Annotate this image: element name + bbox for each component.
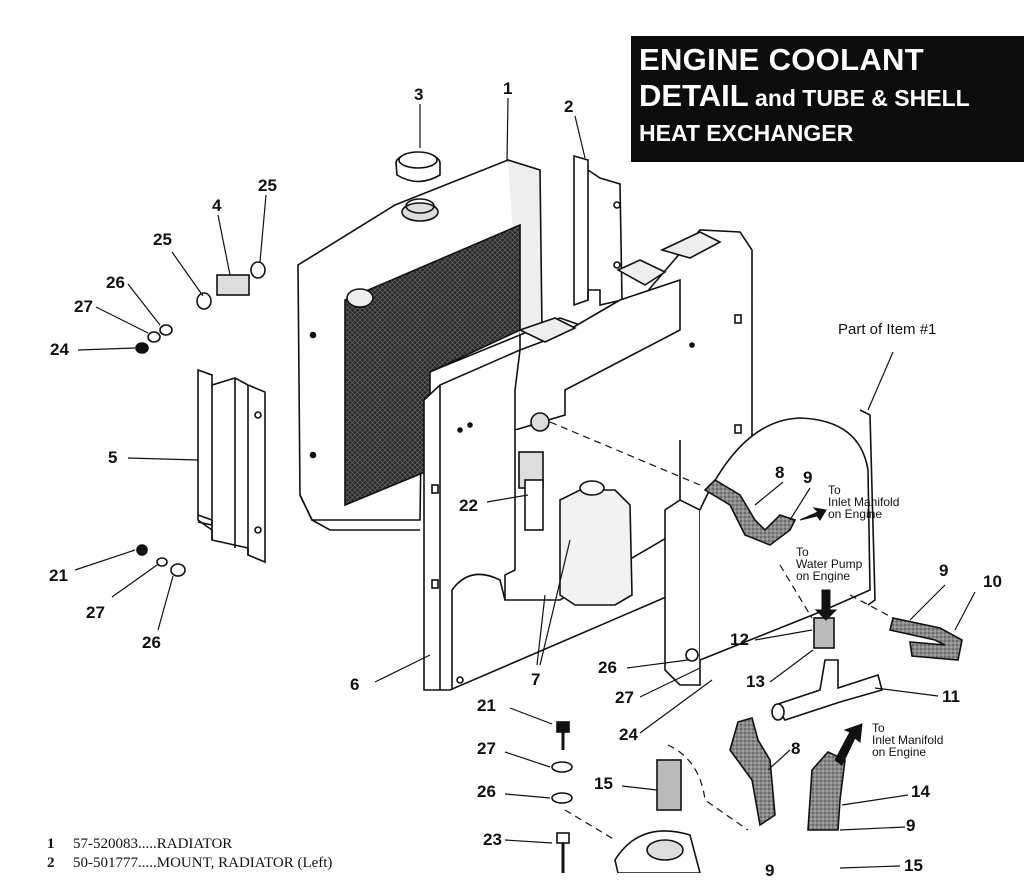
callout-9-a: 9 <box>803 468 813 487</box>
legend-row-2-text: 50-501777.....MOUNT, RADIATOR (Left) <box>73 855 333 871</box>
legend-row-1: 1 57-520083.....RADIATOR <box>47 836 232 853</box>
callout-1: 1 <box>503 79 513 98</box>
callout-4: 4 <box>212 196 222 215</box>
part-of-item-note: Part of Item #1 <box>838 321 937 338</box>
hose-14 <box>807 751 846 831</box>
left-mount-part <box>573 154 623 307</box>
hose-10 <box>889 617 963 661</box>
bracket-part <box>197 368 266 564</box>
callout-25-a: 25 <box>258 176 277 195</box>
title-line-3: HEAT EXCHANGER <box>639 120 854 146</box>
tee-fitting <box>773 659 883 721</box>
callout-10: 10 <box>983 572 1002 591</box>
legend-row-1-number: 1 <box>47 836 55 852</box>
leader-lines <box>74 97 976 869</box>
inlet-manifold-note-1: To Inlet Manifold on Engine <box>828 483 900 521</box>
callout-27-a: 27 <box>74 297 93 316</box>
callout-13: 13 <box>746 672 765 691</box>
routing-dash-lines <box>549 421 894 841</box>
callout-8-b: 8 <box>791 739 801 758</box>
callout-26-b: 26 <box>142 633 161 652</box>
callout-26-d: 26 <box>477 782 496 801</box>
radiator-part <box>297 158 543 531</box>
title-line-2: DETAIL and TUBE & SHELL <box>639 78 1024 116</box>
water-pump-note: To Water Pump on Engine <box>796 545 863 583</box>
title-line-1: ENGINE COOLANT <box>639 42 924 77</box>
callout-9-d: 9 <box>765 861 775 880</box>
legend-row-2-number: 2 <box>47 855 55 871</box>
callout-23: 23 <box>483 830 502 849</box>
callout-27-c: 27 <box>615 688 634 707</box>
callout-2: 2 <box>564 97 574 116</box>
title-line-2-small: and TUBE & SHELL <box>748 85 970 111</box>
callout-11: 11 <box>942 687 960 706</box>
callout-26-a: 26 <box>106 273 125 292</box>
callout-22: 22 <box>459 496 478 515</box>
hose-8-upper <box>703 478 797 546</box>
callout-15-b: 15 <box>904 856 923 875</box>
inlet-manifold-note-2: To Inlet Manifold on Engine <box>872 721 944 759</box>
callout-26-c: 26 <box>598 658 617 677</box>
callout-3: 3 <box>414 85 424 104</box>
callout-21-a: 21 <box>49 566 68 585</box>
callout-9-b: 9 <box>939 561 949 580</box>
callout-25-b: 25 <box>153 230 172 249</box>
callout-27-d: 27 <box>477 739 496 758</box>
callout-14: 14 <box>911 782 930 801</box>
fitting-12 <box>813 617 835 649</box>
radiator-cap-part <box>395 151 441 183</box>
callout-12: 12 <box>730 630 749 649</box>
callout-9-c: 9 <box>906 816 916 835</box>
small-hardware <box>135 261 573 873</box>
diagram-title-box: ENGINE COOLANT DETAIL and TUBE & SHELL H… <box>631 36 1024 162</box>
callout-8-a: 8 <box>775 463 785 482</box>
hose-8-lower <box>729 717 776 827</box>
callout-27-b: 27 <box>86 603 105 622</box>
title-line-2-big: DETAIL <box>639 78 749 113</box>
callout-7: 7 <box>531 670 541 689</box>
callout-24-a: 24 <box>50 340 69 359</box>
callout-15-a: 15 <box>594 774 613 793</box>
coolant-tank-part <box>559 480 633 606</box>
callout-24-b: 24 <box>619 725 638 744</box>
fitting-15 <box>656 759 682 811</box>
callout-21-b: 21 <box>477 696 496 715</box>
legend-row-2: 2 50-501777.....MOUNT, RADIATOR (Left) <box>47 855 332 872</box>
callout-5: 5 <box>108 448 118 467</box>
flow-arrows <box>799 507 863 766</box>
callout-6: 6 <box>350 675 360 694</box>
legend-row-1-text: 57-520083.....RADIATOR <box>73 836 233 852</box>
